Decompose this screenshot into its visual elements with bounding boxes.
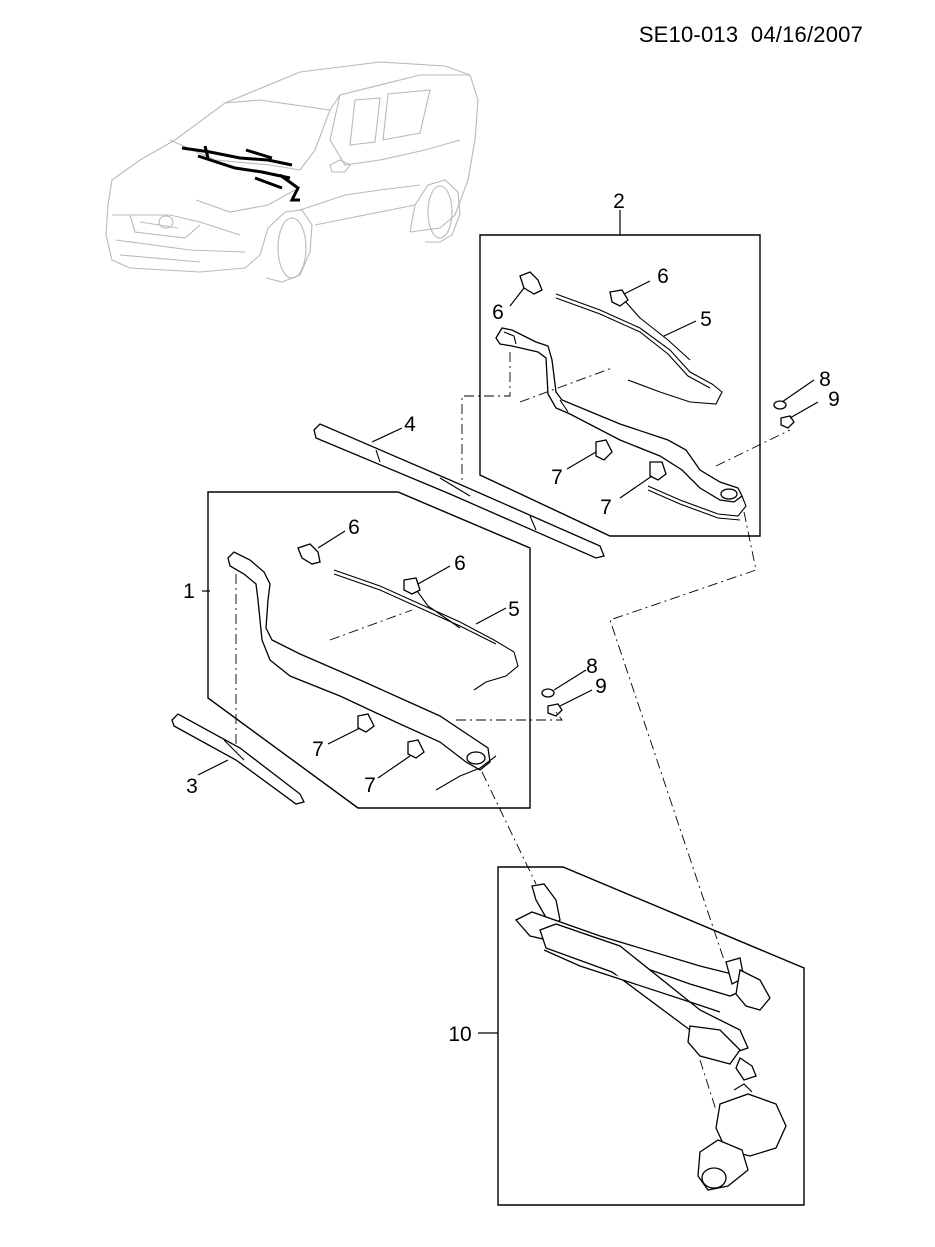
washer-hose-middle — [333, 569, 519, 791]
clip-middle-a — [357, 713, 375, 733]
diagram-code-date: SE10-013 04/16/2007 — [639, 22, 863, 48]
callout-7-middle-b: 7 — [364, 774, 376, 797]
callout-5-middle: 5 — [508, 598, 520, 621]
group-frame-10 — [497, 866, 805, 1206]
leader-lines — [197, 210, 819, 1034]
callout-4: 4 — [404, 413, 416, 436]
group-frame-1 — [207, 491, 531, 809]
callout-2: 2 — [613, 190, 625, 213]
callout-8-upper: 8 — [819, 368, 831, 391]
diagram-date: 04/16/2007 — [750, 22, 863, 47]
clip-upper-b — [649, 461, 667, 481]
nut-upper — [780, 415, 795, 429]
washer-seal-middle — [541, 688, 555, 698]
callout-10: 10 — [448, 1023, 471, 1046]
wiper-linkage-motor — [514, 883, 787, 1191]
washer-hose-upper — [555, 293, 747, 521]
nozzle-middle-right — [403, 577, 421, 595]
clip-middle-b — [407, 739, 425, 759]
vehicle-locator-illustration — [105, 61, 479, 283]
callout-6-upper-right: 6 — [657, 265, 669, 288]
callout-8-middle: 8 — [586, 655, 598, 678]
washer-seal-upper — [773, 400, 787, 410]
nozzle-middle-left — [297, 543, 321, 565]
diagram-code: SE10-013 — [638, 22, 739, 47]
callout-6-middle-right: 6 — [454, 552, 466, 575]
wiper-blade-3 — [171, 713, 305, 805]
callout-labels: 2 1 3 4 10 5 5 6 6 6 6 7 7 7 7 8 9 8 9 — [183, 190, 840, 1046]
callout-7-middle-a: 7 — [312, 738, 324, 761]
nut-middle — [547, 703, 563, 717]
wiper-arm-driver — [227, 551, 491, 771]
callout-6-middle-left: 6 — [348, 516, 360, 539]
callout-5-upper: 5 — [700, 308, 712, 331]
callout-1: 1 — [183, 580, 195, 603]
alignment-lines — [235, 352, 791, 1111]
clip-upper-a — [595, 439, 613, 461]
callout-7-upper-b: 7 — [600, 496, 612, 519]
group-frame-2 — [479, 234, 761, 537]
callout-9-middle: 9 — [595, 675, 607, 698]
wiper-arm-passenger — [495, 327, 743, 503]
callout-6-upper-left: 6 — [492, 301, 504, 324]
callout-7-upper-a: 7 — [551, 466, 563, 489]
nozzle-upper-left — [519, 271, 543, 295]
wiper-blade-4 — [313, 423, 605, 559]
callout-9-upper: 9 — [828, 388, 840, 411]
callout-3: 3 — [186, 775, 198, 798]
nozzle-upper-right — [609, 289, 629, 307]
